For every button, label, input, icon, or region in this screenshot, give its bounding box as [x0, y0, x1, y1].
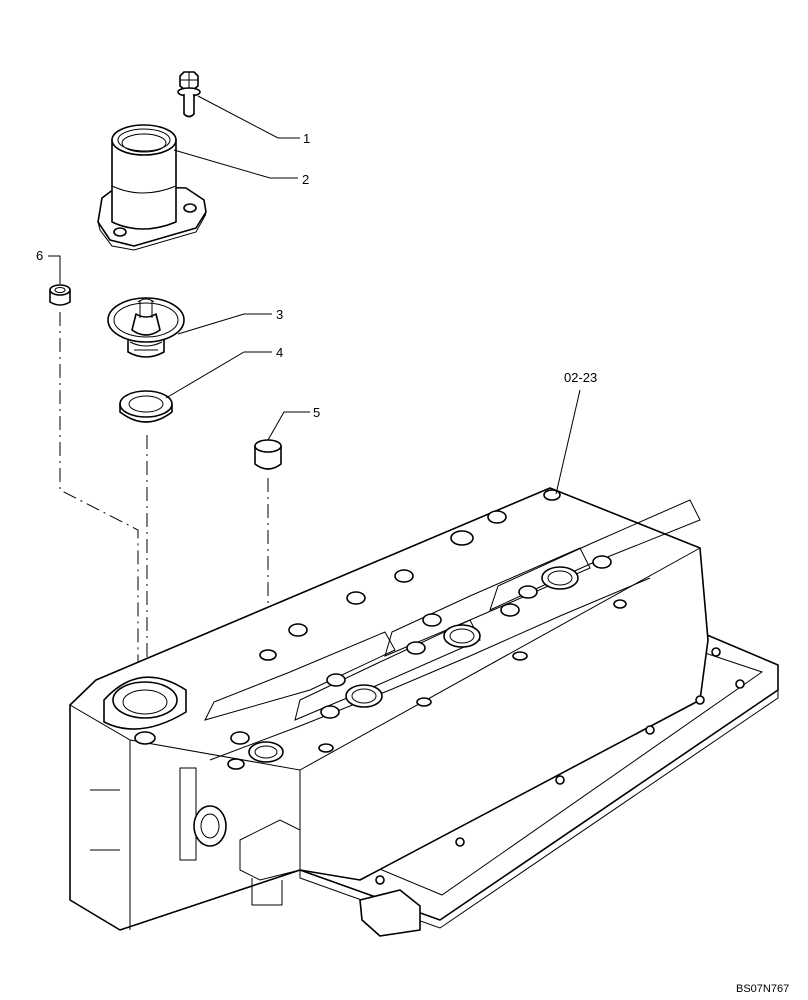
small-plug-part-6 — [49, 284, 71, 306]
thermostat-part-3 — [107, 297, 185, 358]
rim-bosses — [259, 489, 561, 661]
callout-6: 6 — [36, 248, 43, 263]
cylinder-head-assembly — [69, 487, 779, 937]
callout-1: 1 — [303, 131, 310, 146]
callout-2: 2 — [302, 172, 309, 187]
plug-part-5 — [254, 439, 282, 470]
thermostat-housing-part-2 — [97, 124, 207, 251]
callout-labels: 1 2 3 4 5 6 02-23 — [36, 131, 597, 420]
front-face-details — [90, 767, 301, 906]
thermostat-seat — [103, 676, 187, 745]
callout-5: 5 — [313, 405, 320, 420]
flange-bolt-holes — [375, 647, 745, 885]
assembly-reference-label: 02-23 — [564, 370, 597, 385]
callout-4: 4 — [276, 345, 283, 360]
seal-ring-part-4 — [119, 390, 173, 423]
drawing-code: BS07N767 — [736, 983, 789, 995]
leader-lines — [48, 95, 581, 495]
bolt-part-1 — [177, 71, 201, 118]
callout-3: 3 — [276, 307, 283, 322]
valve-ports — [227, 555, 627, 770]
